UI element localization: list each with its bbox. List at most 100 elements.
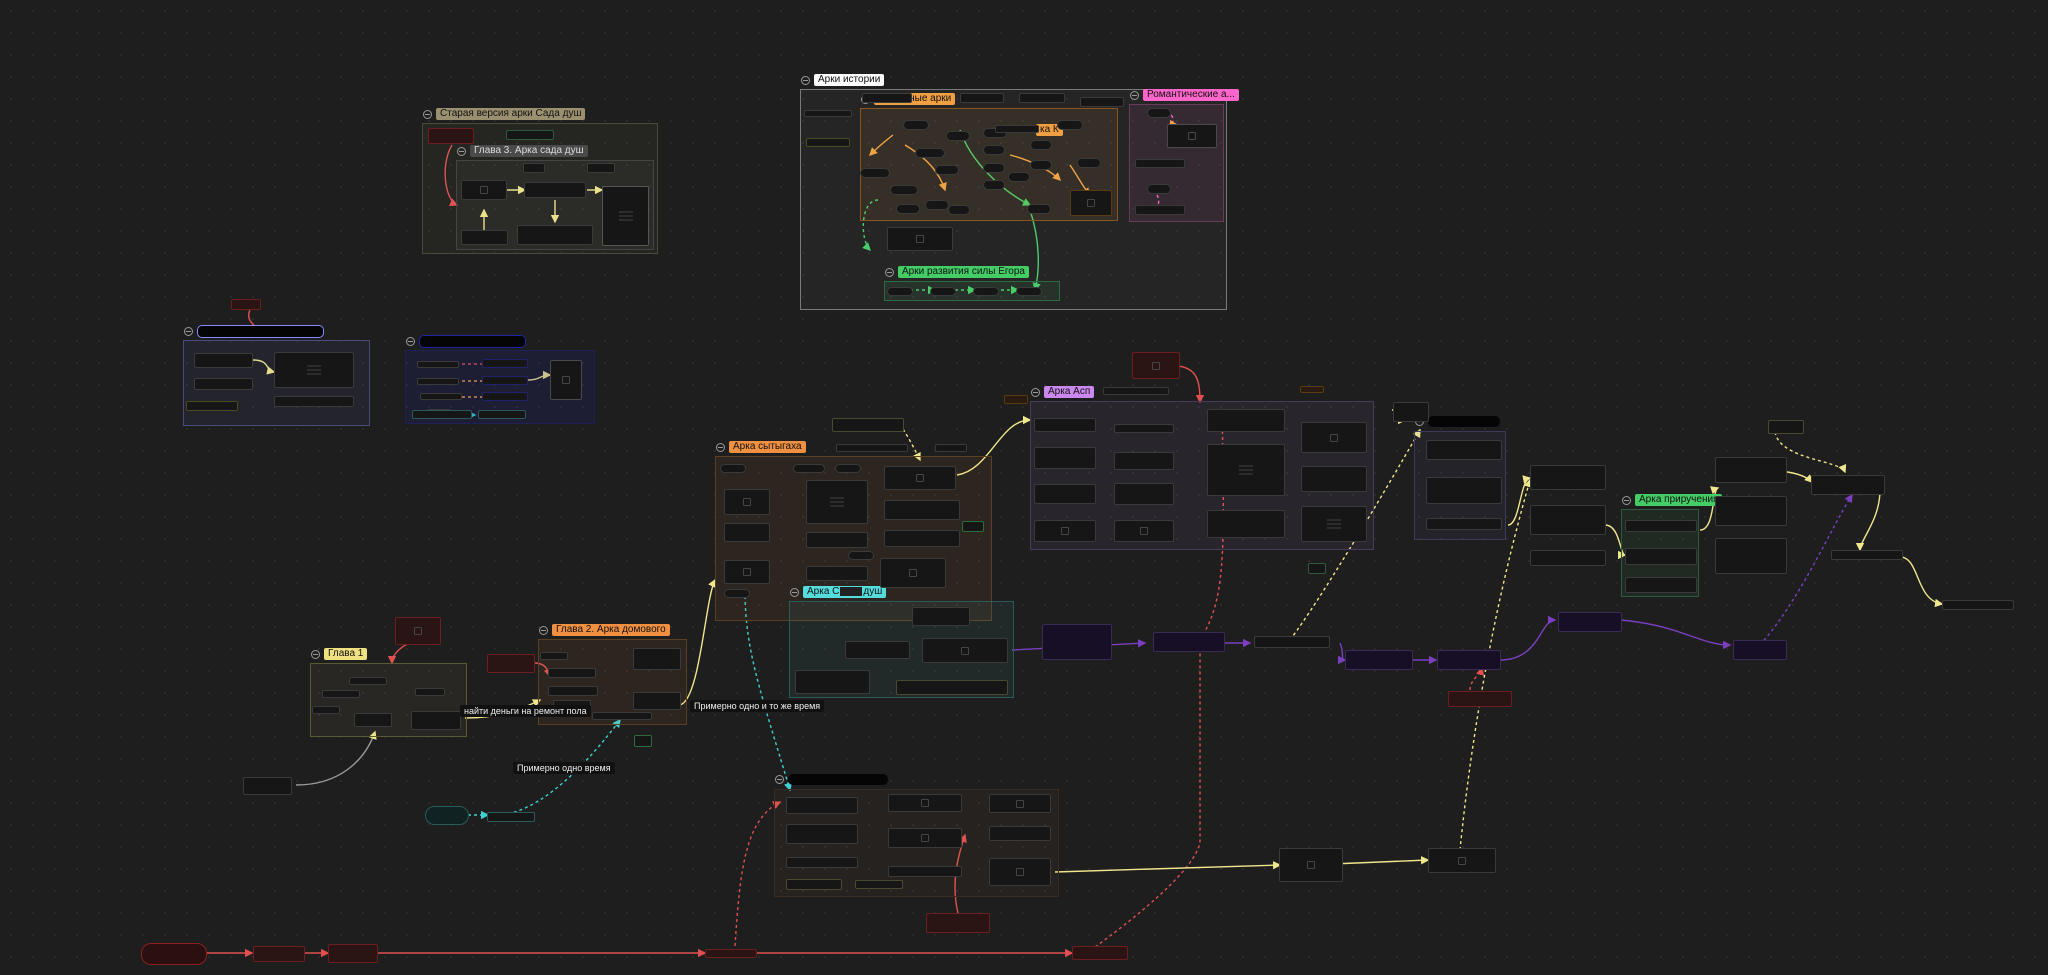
- node[interactable]: [540, 652, 568, 660]
- node[interactable]: [186, 401, 238, 411]
- node[interactable]: [925, 200, 949, 210]
- node[interactable]: [806, 138, 850, 147]
- node[interactable]: [935, 444, 967, 452]
- node[interactable]: [550, 360, 582, 400]
- node[interactable]: [354, 713, 392, 727]
- node[interactable]: [884, 500, 960, 520]
- node[interactable]: [395, 617, 441, 645]
- node[interactable]: [487, 654, 535, 673]
- node[interactable]: [1811, 475, 1885, 495]
- node[interactable]: [887, 227, 953, 251]
- node[interactable]: [231, 299, 261, 310]
- group-chapter3[interactable]: Глава 3. Арка сада душ: [456, 145, 654, 250]
- node[interactable]: [506, 130, 554, 140]
- node[interactable]: [995, 125, 1039, 133]
- node[interactable]: [1715, 538, 1787, 574]
- node[interactable]: [517, 225, 593, 245]
- node[interactable]: [880, 558, 946, 588]
- node[interactable]: [989, 794, 1051, 813]
- collapse-icon[interactable]: [1031, 387, 1040, 397]
- node[interactable]: [1207, 409, 1285, 432]
- node[interactable]: [930, 287, 956, 296]
- node[interactable]: [1034, 447, 1096, 469]
- collapse-icon[interactable]: [775, 775, 784, 784]
- node[interactable]: [194, 378, 253, 390]
- node[interactable]: [1715, 457, 1787, 483]
- node[interactable]: [989, 858, 1051, 886]
- node[interactable]: [1034, 418, 1096, 432]
- node[interactable]: [888, 794, 962, 812]
- node[interactable]: [888, 828, 962, 848]
- node[interactable]: [1448, 691, 1512, 707]
- node[interactable]: [1393, 402, 1429, 422]
- node[interactable]: [1437, 650, 1501, 670]
- node[interactable]: [786, 857, 858, 868]
- node[interactable]: [1153, 632, 1225, 652]
- node[interactable]: [793, 464, 825, 473]
- node[interactable]: [724, 589, 750, 598]
- node[interactable]: [903, 120, 929, 130]
- node[interactable]: [415, 688, 445, 696]
- node[interactable]: [962, 521, 984, 532]
- node[interactable]: [926, 913, 990, 933]
- node[interactable]: [1530, 465, 1606, 490]
- node[interactable]: [1147, 184, 1171, 194]
- collapse-icon[interactable]: [311, 649, 320, 659]
- collapse-icon[interactable]: [406, 337, 415, 346]
- node[interactable]: [832, 418, 904, 432]
- node[interactable]: [1308, 563, 1326, 574]
- node[interactable]: [274, 352, 354, 388]
- node[interactable]: [960, 93, 1004, 103]
- node[interactable]: [1426, 518, 1502, 530]
- node[interactable]: [884, 466, 956, 490]
- node[interactable]: [322, 690, 360, 698]
- node[interactable]: [523, 163, 545, 173]
- node[interactable]: [478, 410, 526, 419]
- node[interactable]: [1114, 520, 1174, 542]
- node[interactable]: [922, 638, 1008, 663]
- node[interactable]: [915, 148, 945, 158]
- node[interactable]: [592, 712, 652, 720]
- node[interactable]: [274, 396, 354, 407]
- node[interactable]: [836, 444, 908, 452]
- node[interactable]: [1300, 386, 1324, 393]
- node[interactable]: [328, 944, 378, 963]
- node[interactable]: [806, 566, 868, 581]
- node[interactable]: [524, 182, 586, 198]
- node[interactable]: [983, 180, 1005, 190]
- node[interactable]: [724, 489, 770, 515]
- node[interactable]: [724, 560, 770, 584]
- node[interactable]: [884, 530, 960, 547]
- node[interactable]: [855, 880, 903, 889]
- node[interactable]: [1034, 520, 1096, 542]
- collapse-icon[interactable]: [457, 146, 466, 156]
- node[interactable]: [1135, 159, 1185, 168]
- node[interactable]: [487, 812, 535, 822]
- collapse-icon[interactable]: [801, 75, 810, 85]
- node[interactable]: [983, 163, 1005, 173]
- node[interactable]: [720, 464, 746, 473]
- node[interactable]: [1034, 484, 1096, 504]
- node[interactable]: [417, 361, 459, 368]
- node[interactable]: [1733, 640, 1787, 660]
- collapse-icon[interactable]: [790, 587, 799, 597]
- node[interactable]: [890, 185, 918, 195]
- node[interactable]: [1070, 190, 1112, 216]
- node[interactable]: [1345, 650, 1413, 670]
- node[interactable]: [243, 777, 292, 795]
- node[interactable]: [896, 204, 920, 214]
- node[interactable]: [1016, 287, 1042, 296]
- node[interactable]: [806, 480, 868, 524]
- node[interactable]: [1132, 352, 1180, 379]
- node[interactable]: [989, 826, 1051, 841]
- node[interactable]: [795, 670, 870, 694]
- node[interactable]: [948, 205, 970, 215]
- node[interactable]: [1080, 97, 1124, 107]
- node[interactable]: [1207, 444, 1285, 496]
- node[interactable]: [983, 145, 1005, 155]
- node[interactable]: [633, 692, 681, 710]
- node[interactable]: [194, 353, 253, 368]
- node[interactable]: [1027, 204, 1051, 214]
- collapse-icon[interactable]: [716, 442, 725, 452]
- node[interactable]: [1942, 600, 2014, 610]
